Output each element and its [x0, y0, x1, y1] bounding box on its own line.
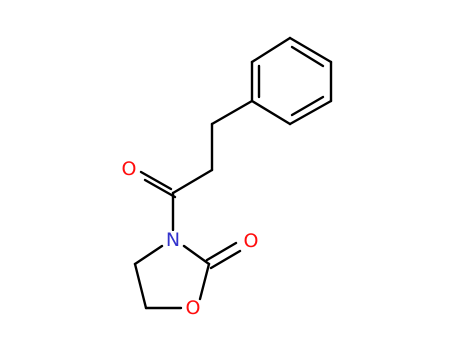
- bond-benzene-6: [250, 36, 292, 64]
- atom-label-o-ketone: O: [122, 158, 137, 180]
- atom-label-o-ring: O: [186, 297, 201, 319]
- alkyl-chain: [139, 99, 254, 232]
- bond-c5-c4: [133, 262, 148, 310]
- bond-benzene-4: [250, 99, 292, 126]
- carbamate-oxygen-atom: O: [242, 230, 260, 252]
- bond-benzene-inner-1: [290, 45, 325, 68]
- bond-ketone-double-2: [143, 178, 177, 199]
- bond-ch2-carbonyl: [171, 168, 214, 195]
- oxazolidinone-ring: [133, 241, 242, 310]
- bond-c2-o-ring: [198, 262, 211, 301]
- bond-n-c2: [182, 244, 211, 266]
- bond-benzene-3: [288, 99, 333, 126]
- bond-ring-ch2: [210, 99, 254, 126]
- benzene-ring: [250, 36, 333, 126]
- ring-oxygen-atom: O: [184, 297, 202, 319]
- atom-label-o-carbamate: O: [244, 230, 259, 252]
- bond-carbamate-double-2: [209, 249, 242, 270]
- bond-carbamate-double-1: [205, 241, 238, 262]
- atom-labels: N O O O: [120, 158, 260, 319]
- nitrogen-atom: N: [164, 229, 182, 251]
- bond-benzene-1: [288, 36, 333, 64]
- bond-c4-n: [133, 244, 164, 266]
- atom-label-n: N: [166, 229, 180, 251]
- bond-benzene-inner-2: [290, 95, 325, 117]
- bond-ketone-double-1: [139, 170, 173, 191]
- ketone-oxygen-atom: O: [120, 158, 138, 180]
